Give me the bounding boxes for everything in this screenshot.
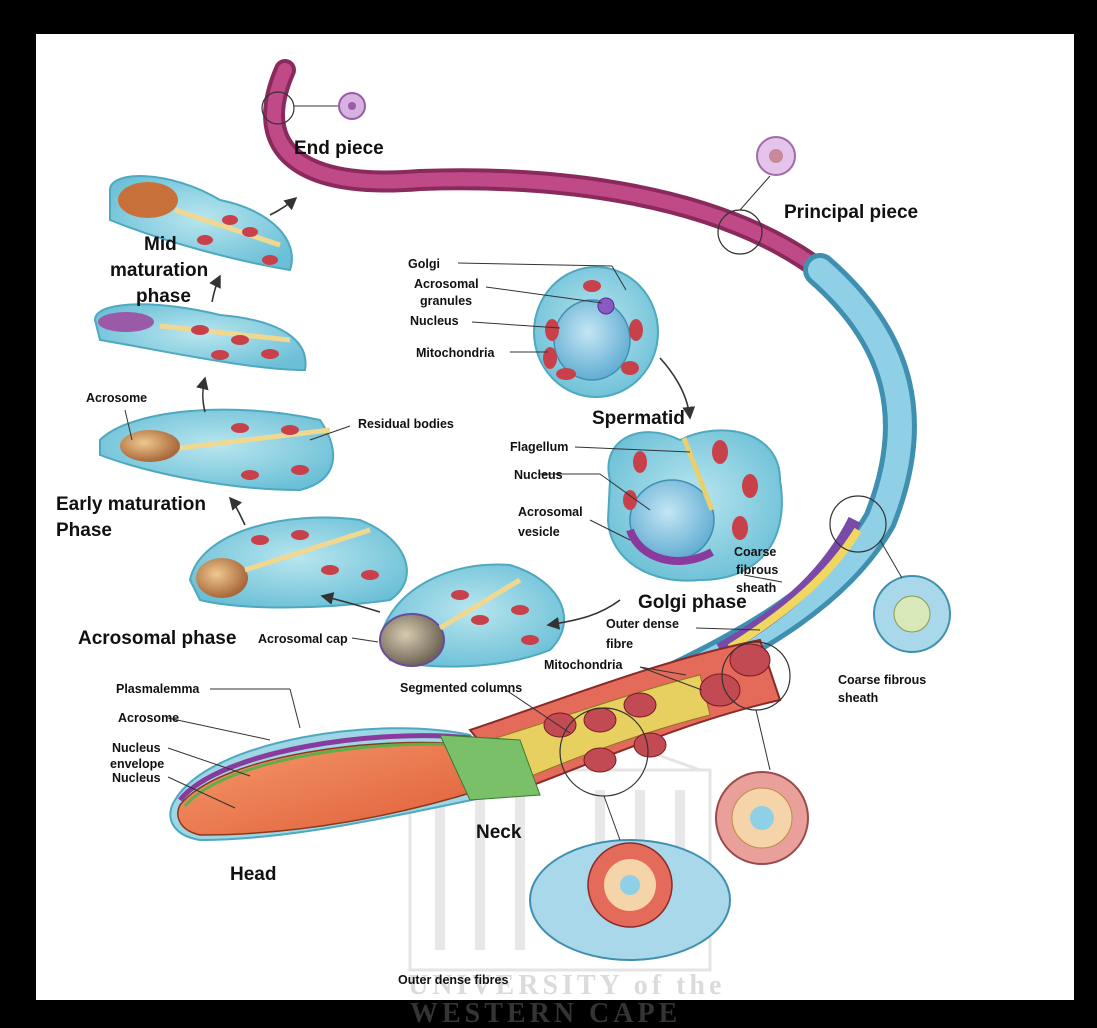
label-nucleus-envelope-2: envelope [110, 757, 164, 771]
label-acrosomal-phase: Acrosomal phase [78, 628, 236, 649]
mid-maturation-cell-top [110, 176, 292, 270]
label-nucleus-spermatid: Nucleus [410, 314, 459, 328]
label-acrosomal-vesicle-2: vesicle [518, 525, 560, 539]
label-mitochondria-tail: Mitochondria [544, 658, 624, 672]
label-early-maturation-2: Phase [56, 520, 112, 541]
label-residual-bodies: Residual bodies [358, 417, 454, 431]
label-nucleus-golgi: Nucleus [514, 468, 563, 482]
label-early-maturation-1: Early maturation [56, 494, 206, 515]
acrosomal-cap-cell [380, 564, 564, 666]
label-mid-maturation-2: maturation [110, 260, 208, 281]
label-coarse-fibrous-sheath-1: Coarse [734, 545, 776, 559]
label-spermatid: Spermatid [592, 408, 685, 429]
label-acrosomal-cap: Acrosomal cap [258, 632, 348, 646]
label-acrosomal-granules-2: granules [420, 294, 472, 308]
label-head: Head [230, 864, 276, 885]
label-nucleus-head: Nucleus [112, 771, 161, 785]
label-acrosome-head: Acrosome [118, 711, 179, 725]
label-golgi: Golgi [408, 257, 440, 271]
label-outer-dense-fibres: Outer dense fibres [398, 973, 508, 987]
acrosomal-phase-cell [190, 518, 407, 608]
label-outer-dense-fibre-2: fibre [606, 637, 633, 651]
label-nucleus-envelope-1: Nucleus [112, 741, 161, 755]
label-golgi-phase: Golgi phase [638, 592, 747, 613]
label-end-piece: End piece [294, 138, 384, 159]
tail-callout-circles [262, 92, 886, 796]
label-acrosome-top: Acrosome [86, 391, 147, 405]
label-principal-piece: Principal piece [784, 202, 918, 223]
label-mitochondria-spermatid: Mitochondria [416, 346, 496, 360]
label-acrosomal-vesicle-1: Acrosomal [518, 505, 583, 519]
label-acrosomal-granules-1: Acrosomal [414, 277, 479, 291]
label-mid-maturation-1: Mid [144, 234, 177, 255]
mid-maturation-cell-bottom [95, 304, 306, 370]
label-plasmalemma: Plasmalemma [116, 682, 200, 696]
label-flagellum: Flagellum [510, 440, 568, 454]
label-coarse-fibrous-sheath-right-2: sheath [838, 691, 878, 705]
label-outer-dense-fibre-1: Outer dense [606, 617, 679, 631]
spermatid-cell [534, 267, 658, 397]
label-segmented-columns: Segmented columns [400, 681, 522, 695]
label-mid-maturation-3: phase [136, 286, 191, 307]
early-maturation-cell [100, 410, 333, 490]
label-neck: Neck [476, 822, 522, 843]
label-coarse-fibrous-sheath-2: fibrous [736, 563, 778, 577]
label-coarse-fibrous-sheath-right-1: Coarse fibrous [838, 673, 926, 687]
watermark-line2: WESTERN CAPE [410, 998, 681, 1028]
